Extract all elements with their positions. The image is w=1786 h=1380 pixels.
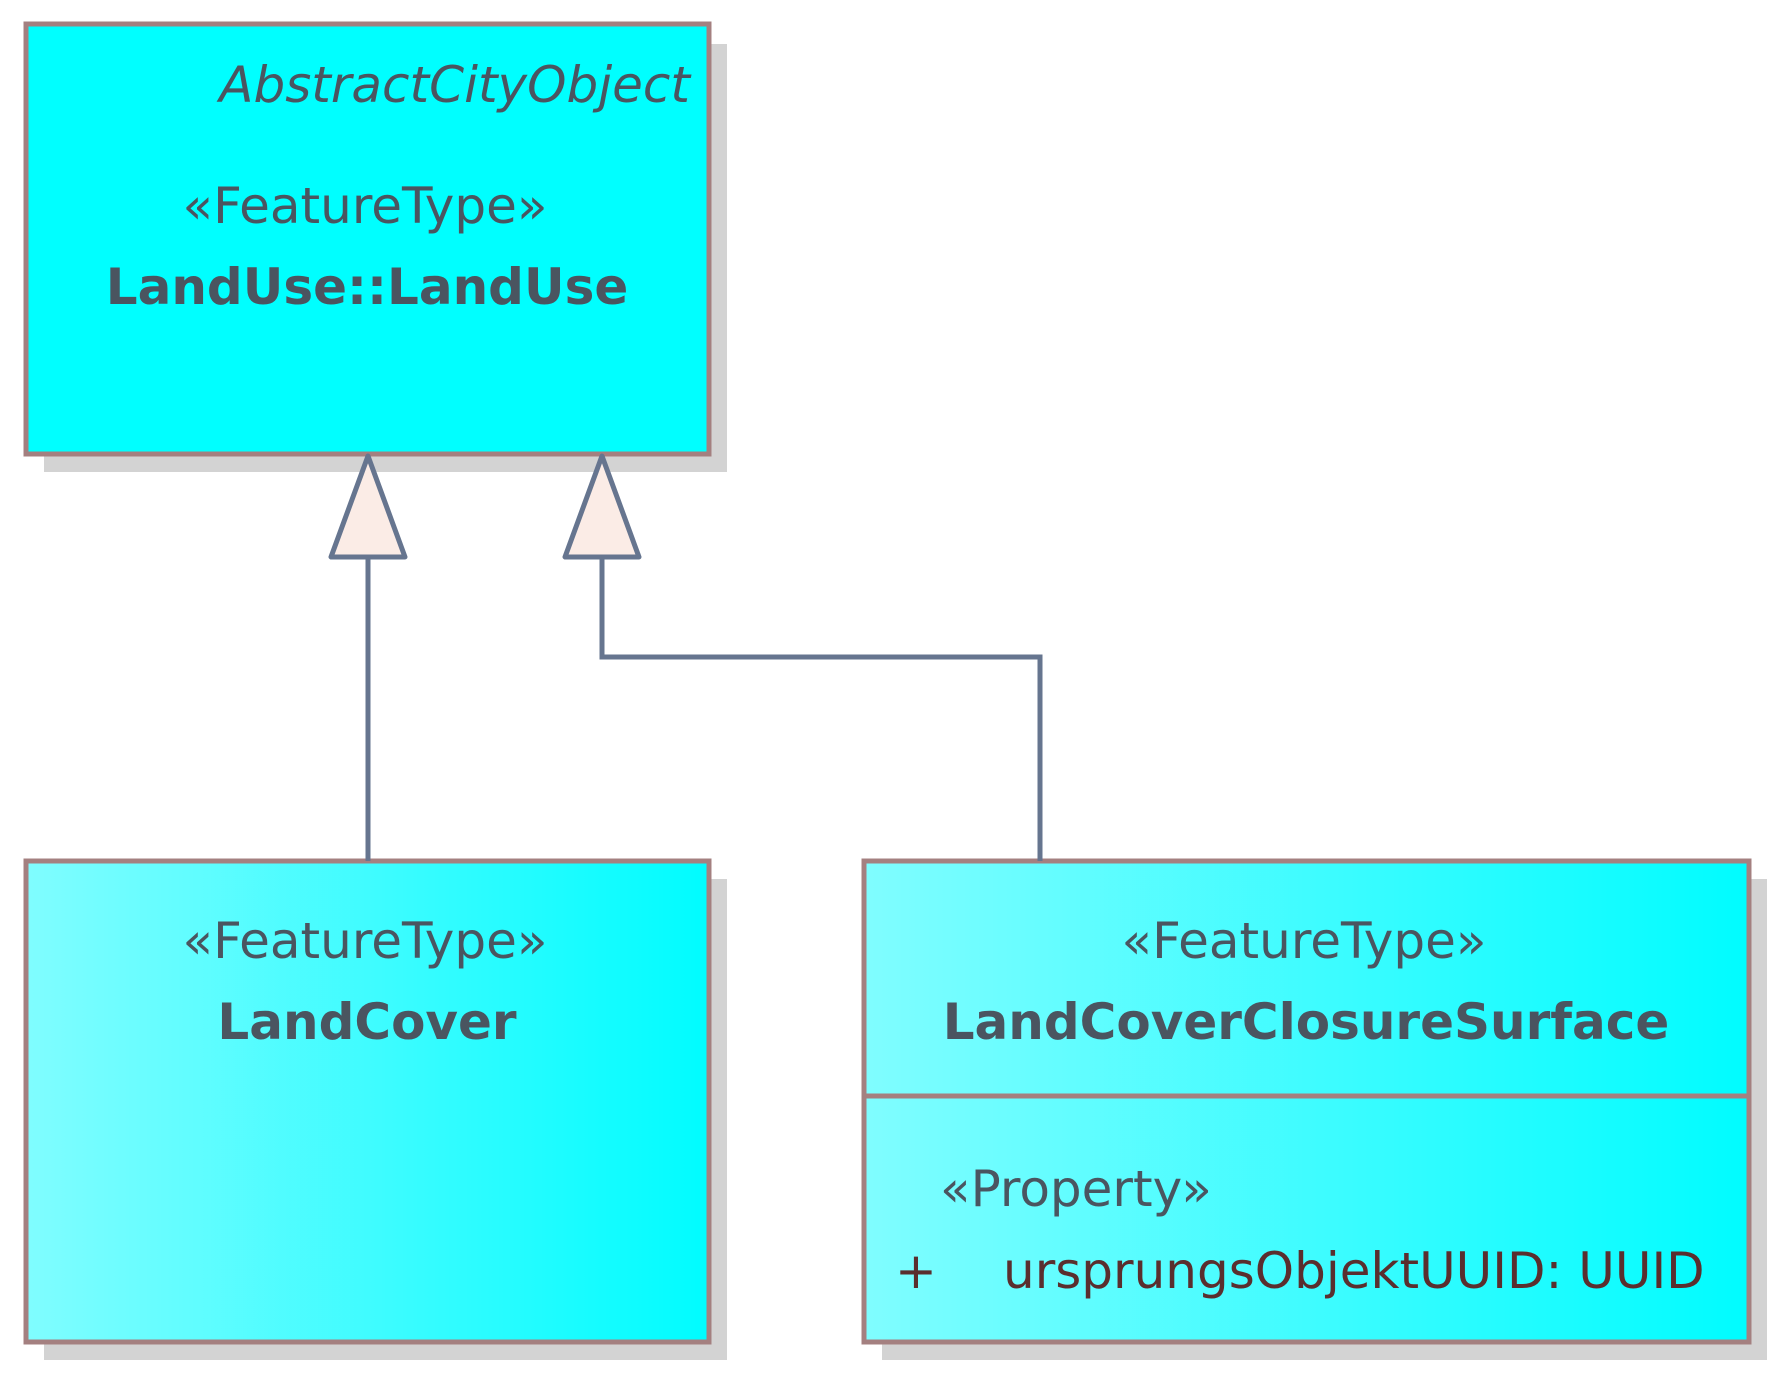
class-closure-attr-text: ursprungsObjektUUID: UUID <box>1003 1242 1705 1300</box>
class-landuse-stereotype: «FeatureType» <box>183 177 548 235</box>
generalization-closure-arrowhead <box>562 453 642 560</box>
class-closure-attr-visibility: + <box>895 1242 937 1300</box>
class-closure-name: LandCoverClosureSurface <box>943 993 1670 1051</box>
class-landuse-parent-label: AbstractCityObject <box>216 56 692 114</box>
generalization-closure-line <box>599 557 1043 861</box>
class-landcover-box <box>23 858 712 1345</box>
generalization-landcover-arrowhead <box>328 453 408 560</box>
class-landuse-name: LandUse::LandUse <box>106 258 629 316</box>
class-landcover-stereotype: «FeatureType» <box>183 912 548 970</box>
class-landuse-box <box>23 21 712 457</box>
class-closure-attr-stereotype: «Property» <box>940 1160 1212 1218</box>
class-landuse[interactable]: AbstractCityObject «FeatureType» LandUse… <box>23 21 727 472</box>
generalization-landcover[interactable] <box>328 453 408 861</box>
class-closure-box <box>861 858 1752 1345</box>
class-landcover-name: LandCover <box>217 993 517 1051</box>
generalization-closure-surface[interactable] <box>562 453 1043 861</box>
class-closure-stereotype: «FeatureType» <box>1122 912 1487 970</box>
class-landcover[interactable]: «FeatureType» LandCover <box>23 858 727 1360</box>
class-closure-surface[interactable]: «FeatureType» LandCoverClosureSurface «P… <box>861 858 1767 1360</box>
